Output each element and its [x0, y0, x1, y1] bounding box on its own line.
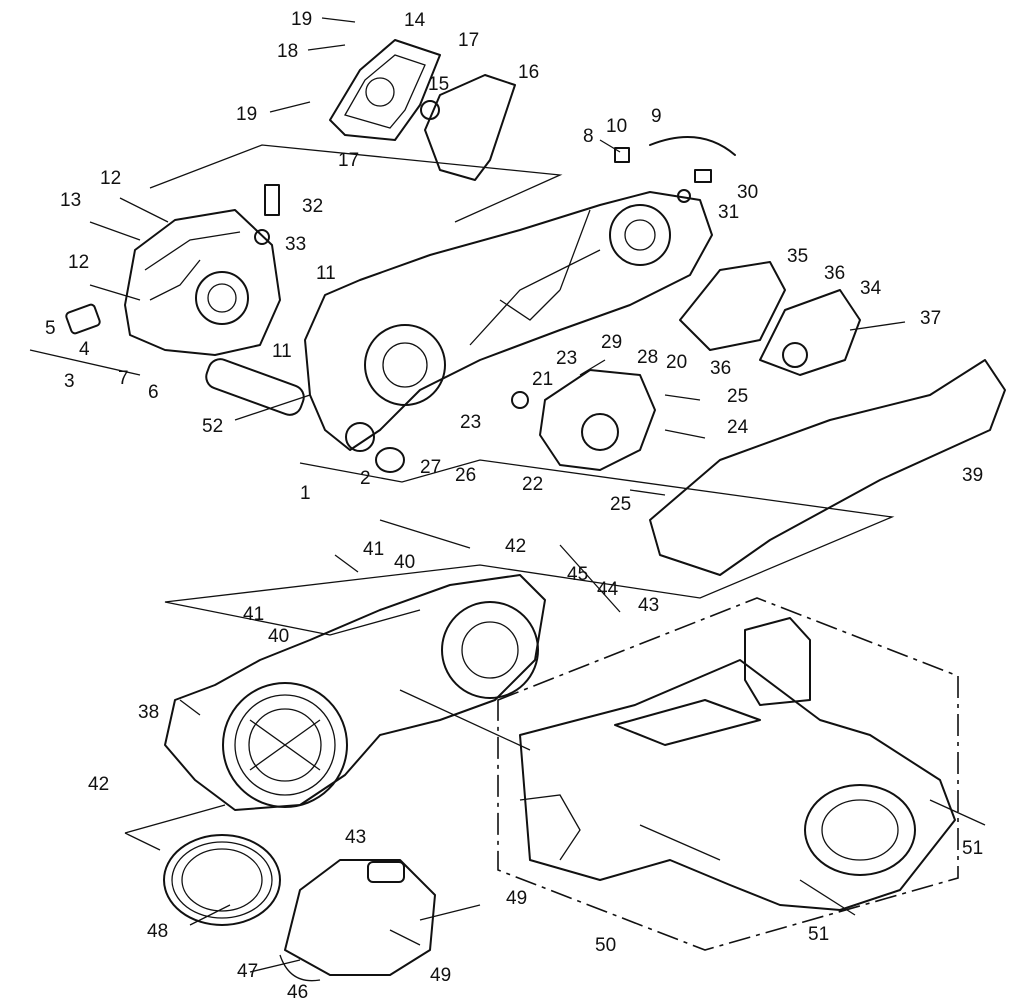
callout-4: 4: [79, 339, 90, 360]
callout-1: 1: [300, 483, 311, 504]
pump-cover-14: [329, 39, 441, 141]
silencer-50: [519, 617, 956, 911]
callout-3: 3: [64, 371, 75, 392]
callout-43: 43: [345, 827, 366, 848]
callout-51: 51: [962, 838, 983, 859]
callout-52: 52: [202, 416, 223, 437]
callout-23: 23: [556, 348, 577, 369]
callout-40: 40: [394, 552, 415, 573]
callout-23: 23: [460, 412, 481, 433]
callout-6: 6: [148, 382, 159, 403]
main-crankcase: [304, 191, 713, 452]
callout-42: 42: [505, 536, 526, 557]
callout-46: 46: [287, 982, 308, 1003]
callout-16: 16: [518, 62, 539, 83]
callout-45: 45: [567, 564, 588, 585]
callout-32: 32: [302, 196, 323, 217]
callout-8: 8: [583, 126, 594, 147]
callout-41: 41: [363, 539, 384, 560]
callout-12: 12: [100, 168, 121, 189]
left-crankcase: [124, 209, 281, 356]
callout-47: 47: [237, 961, 258, 982]
callout-14: 14: [404, 10, 426, 31]
callout-51: 51: [808, 924, 829, 945]
lower-cover-38: [164, 574, 546, 811]
gasket-39: [649, 359, 1006, 576]
callout-35: 35: [787, 246, 808, 267]
callout-19: 19: [291, 9, 312, 30]
callout-2: 2: [360, 468, 371, 489]
callout-49: 49: [506, 888, 527, 909]
callout-9: 9: [651, 106, 662, 127]
callout-20: 20: [666, 352, 687, 373]
crank-cover-22: [539, 369, 656, 471]
callout-49: 49: [430, 965, 451, 986]
callout-31: 31: [718, 202, 739, 223]
callout-48: 48: [147, 921, 168, 942]
callout-26: 26: [455, 465, 476, 486]
callout-15: 15: [428, 74, 449, 95]
callout-12: 12: [68, 252, 89, 273]
reference-planes: [124, 144, 895, 851]
seal-21: [511, 391, 529, 409]
callout-17: 17: [458, 30, 479, 51]
callout-27: 27: [420, 457, 441, 478]
cover-34: [759, 289, 861, 376]
callout-50: 50: [595, 935, 616, 956]
callout-10: 10: [606, 116, 627, 137]
callout-28: 28: [637, 347, 658, 368]
filter-cover-46: [279, 859, 436, 982]
callout-19: 19: [236, 104, 257, 125]
callout-18: 18: [277, 41, 298, 62]
gasket-16: [424, 74, 516, 181]
callout-11: 11: [272, 341, 292, 362]
callout-29: 29: [601, 332, 622, 353]
callout-5: 5: [45, 318, 56, 339]
filter-element-48: [163, 834, 281, 926]
callout-11: 11: [316, 263, 336, 284]
callout-42: 42: [88, 774, 109, 795]
callout-7: 7: [118, 368, 129, 389]
gasket-35: [679, 261, 786, 351]
callout-41: 41: [243, 604, 264, 625]
callout-13: 13: [60, 190, 81, 211]
callout-21: 21: [532, 369, 553, 390]
callout-40: 40: [268, 626, 289, 647]
leader-lines: [29, 17, 986, 973]
callout-43: 43: [638, 595, 659, 616]
small-parts: [65, 136, 736, 473]
callout-38: 38: [138, 702, 159, 723]
dashed-boxes: [497, 597, 959, 951]
callouts: 19 14 17 18 15 16 19 17 9 10 8 30 31 32 …: [45, 9, 983, 1003]
callout-37: 37: [920, 308, 941, 329]
callout-17: 17: [338, 150, 359, 171]
callout-39: 39: [962, 465, 983, 486]
callout-33: 33: [285, 234, 306, 255]
callout-30: 30: [737, 182, 758, 203]
callout-24: 24: [727, 417, 749, 438]
callout-22: 22: [522, 474, 543, 495]
callout-25: 25: [610, 494, 631, 515]
callout-25: 25: [727, 386, 748, 407]
callout-34: 34: [860, 278, 882, 299]
callout-44: 44: [597, 579, 619, 600]
callout-36: 36: [710, 358, 731, 379]
callout-36: 36: [824, 263, 845, 284]
